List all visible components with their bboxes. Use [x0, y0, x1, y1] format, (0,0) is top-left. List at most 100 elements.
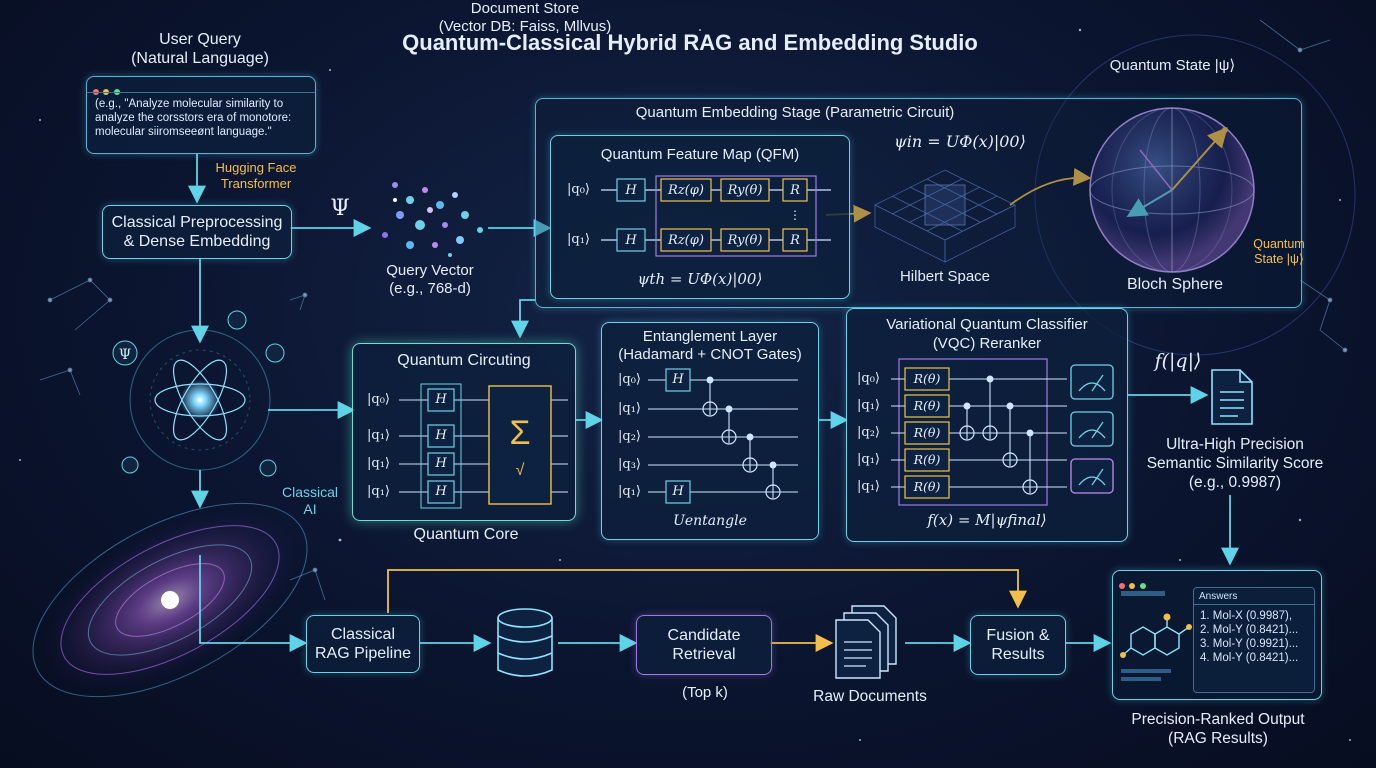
- vqc-box[interactable]: Variational Quantum Classifier (VQC) Rer…: [846, 308, 1128, 542]
- galaxy-illustration: [32, 502, 308, 698]
- preprocessing-box[interactable]: Classical Preprocessing & Dense Embeddin…: [102, 205, 292, 259]
- entanglement-title: Entanglement Layer (Hadamard + CNOT Gate…: [618, 328, 802, 363]
- document-icon: [1211, 369, 1253, 425]
- ent-qubit-3: |q₃⟩: [618, 457, 641, 472]
- user-query-label: User Query (Natural Language): [131, 31, 269, 67]
- vqc-r-gate-1: R(θ): [913, 398, 941, 413]
- hilbert-space-label: Hilbert Space: [899, 268, 991, 285]
- vqc-r-gate-2: R(θ): [913, 425, 941, 440]
- quantum-circuit-box[interactable]: Quantum Circuting |q₀⟩ |q₁⟩ |q₁⟩ |q₁⟩ H …: [352, 343, 576, 521]
- vqc-r-gate-4: R(θ): [913, 479, 941, 494]
- raw-documents-icon: [835, 605, 897, 679]
- qfm-circuit: [601, 175, 831, 257]
- qfm-rz-gate-0: Rz(φ): [668, 183, 704, 198]
- qfm-title: Quantum Feature Map (QFM): [600, 146, 800, 163]
- atom-psi-icon: Ψ: [119, 347, 131, 363]
- hilbert-space-grid: [874, 169, 1016, 263]
- top-k-label: (Top k): [682, 684, 728, 701]
- quantum-core-label: Quantum Core: [413, 526, 519, 543]
- ent-qubit-0: |q₀⟩: [618, 372, 641, 387]
- core-h-gate-2: H: [435, 456, 447, 471]
- raw-documents-label: Raw Documents: [813, 688, 927, 705]
- user-query-text: (e.g., "Analyze molecular similarity to …: [95, 98, 292, 138]
- classical-ai-label: Classical AI: [281, 484, 338, 517]
- ent-qubit-1: |q₁⟩: [618, 401, 641, 416]
- core-h-gate-3: H: [435, 484, 447, 499]
- ent-qubit-4: |q₁⟩: [618, 484, 641, 499]
- ent-h-gate-0: H: [672, 372, 684, 387]
- quantum-state-side-label: Quantum State |ψ⟩: [1253, 237, 1305, 266]
- bloch-sphere-label: Bloch Sphere: [1126, 276, 1224, 293]
- embedding-stage-title: Quantum Embedding Stage (Parametric Circ…: [635, 104, 955, 121]
- fusion-results-box[interactable]: Fusion & Results: [970, 615, 1066, 675]
- ent-qubit-2: |q₂⟩: [618, 429, 641, 444]
- candidate-retrieval-box[interactable]: Candidate Retrieval: [636, 615, 772, 675]
- user-query-window[interactable]: (e.g., "Analyze molecular similarity to …: [86, 76, 316, 154]
- atom-illustration: [129, 329, 271, 471]
- qfm-h-gate-1: H: [625, 233, 637, 248]
- quantum-core-circuit: [399, 383, 568, 509]
- vqc-r-gate-0: R(θ): [913, 371, 941, 386]
- answer-item[interactable]: 2. Mol-Y (0.8421)...: [1200, 624, 1299, 636]
- sqrt-symbol: √: [515, 462, 525, 479]
- qfm-r-gate-0: R: [790, 183, 800, 198]
- core-h-gate-0: H: [435, 392, 447, 407]
- entanglement-formula: Uentangle: [673, 513, 747, 529]
- database-icon: [497, 608, 553, 677]
- output-window-controls: [1119, 576, 1146, 594]
- psi-in-formula: ψin = UΦ(x)|00⟩: [894, 132, 1026, 151]
- query-vector-cloud: [382, 182, 483, 257]
- vqc-qubit-3: |q₁⟩: [857, 452, 880, 467]
- core-qubit-1: |q₁⟩: [367, 428, 390, 443]
- vqc-qubit-2: |q₂⟩: [857, 425, 880, 440]
- connectors: [188, 153, 1239, 652]
- sigma-symbol: Σ: [509, 414, 531, 452]
- constellations: [39, 19, 1348, 601]
- qfm-qubit-1: |q₁⟩: [567, 232, 590, 247]
- answers-panel: Answers 1. Mol-X (0.9987), 2. Mol-Y (0.8…: [1193, 587, 1315, 693]
- qfm-r-gate-1: R: [790, 233, 800, 248]
- qfm-ry-gate-1: Ry(θ): [727, 233, 763, 248]
- core-h-gate-1: H: [435, 428, 447, 443]
- f-output-label: f(|q|⟩: [1154, 350, 1202, 372]
- vqc-qubit-4: |q₁⟩: [857, 479, 880, 494]
- qfm-box[interactable]: Quantum Feature Map (QFM) |q₀⟩ |q₁⟩ H H …: [550, 135, 850, 299]
- ent-h-gate-1: H: [672, 484, 684, 499]
- qfm-dots: ⋮: [789, 208, 801, 222]
- entanglement-box[interactable]: Entanglement Layer (Hadamard + CNOT Gate…: [601, 322, 819, 540]
- vqc-circuit: [891, 358, 1114, 506]
- query-vector-label: Query Vector (e.g., 768-d): [386, 262, 474, 297]
- star-field: [19, 28, 1351, 741]
- answer-item[interactable]: 1. Mol-X (0.9987),: [1200, 610, 1293, 622]
- qfm-formula: ψth = UΦ(x)|00⟩: [637, 270, 763, 288]
- measurement-meters: [1070, 364, 1114, 494]
- quantum-state-title: Quantum State |ψ⟩: [1109, 57, 1236, 74]
- vqc-r-gate-3: R(θ): [913, 452, 941, 467]
- vqc-qubit-0: |q₀⟩: [857, 371, 880, 386]
- core-qubit-2: |q₁⟩: [367, 456, 390, 471]
- bloch-sphere: [1089, 107, 1255, 273]
- output-window[interactable]: Answers 1. Mol-X (0.9987), 2. Mol-Y (0.8…: [1112, 570, 1322, 700]
- core-qubit-0: |q₀⟩: [367, 392, 390, 407]
- psi-symbol: Ψ: [330, 196, 350, 221]
- molecule-icon: [1120, 591, 1192, 681]
- qfm-h-gate-0: H: [625, 183, 637, 198]
- answer-item[interactable]: 4. Mol-Y (0.8421)...: [1200, 652, 1299, 664]
- precision-output-label: Precision-Ranked Output (RAG Results): [1131, 711, 1305, 747]
- document-store-label: Document Store (Vector DB: Faiss, Mllvus…: [438, 0, 612, 35]
- page-title: Quantum-Classical Hybrid RAG and Embeddi…: [402, 30, 978, 55]
- vqc-title: Variational Quantum Classifier (VQC) Rer…: [886, 316, 1088, 352]
- vqc-qubit-1: |q₁⟩: [857, 398, 880, 413]
- answer-item[interactable]: 3. Mol-Y (0.9921)...: [1200, 638, 1299, 650]
- similarity-score-label: Ultra-High Precision Semantic Similarity…: [1146, 436, 1324, 491]
- qfm-ry-gate-0: Ry(θ): [727, 183, 763, 198]
- core-qubit-3: |q₁⟩: [367, 484, 390, 499]
- quantum-circuit-title: Quantum Circuting: [397, 352, 531, 369]
- atom-satellites: [112, 310, 285, 477]
- hugging-face-label: Hugging Face Transformer: [215, 160, 297, 191]
- vqc-formula: f(x) = M|ψfinal⟩: [927, 511, 1047, 529]
- classical-rag-pipeline-box[interactable]: Classical RAG Pipeline: [306, 615, 420, 673]
- entanglement-circuit: [648, 368, 798, 504]
- qfm-qubit-0: |q₀⟩: [567, 182, 590, 197]
